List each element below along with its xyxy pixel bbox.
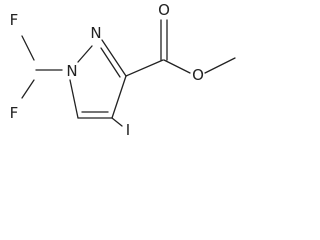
atom-nitrogen-1: N xyxy=(66,62,77,80)
bond-f-top-ch xyxy=(21,35,35,61)
atom-nitrogen-2: N xyxy=(90,24,101,42)
atom-oxygen-carbonyl: O xyxy=(158,1,170,19)
bond-c3-c4 xyxy=(111,75,127,119)
bond-f-bottom-ch xyxy=(21,79,35,99)
bond-c-o-ester xyxy=(163,59,191,74)
atom-oxygen-ester: O xyxy=(192,66,204,84)
bond-c5-n1 xyxy=(69,79,79,119)
chemical-structure-diagram: F F N N O O I xyxy=(10,1,236,139)
bond-n2-c3-inner xyxy=(100,47,121,78)
atom-fluorine-top: F xyxy=(10,11,19,29)
bond-n2-c3 xyxy=(101,39,127,77)
bond-o-methyl xyxy=(204,57,236,74)
atom-fluorine-bottom: F xyxy=(10,104,19,122)
bond-c4-iodine xyxy=(111,117,123,127)
bond-c3-carbonyl-c xyxy=(125,59,164,77)
bond-n1-n2 xyxy=(77,45,93,63)
atom-iodine: I xyxy=(126,121,130,139)
